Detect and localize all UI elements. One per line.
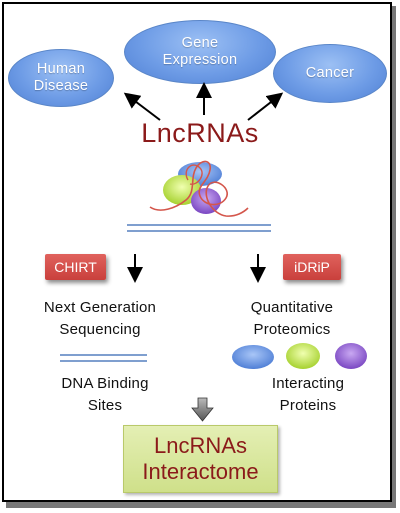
- protein-green: [286, 343, 320, 369]
- human-disease-line-1: Human: [36, 61, 86, 77]
- lncrna-loop: [185, 164, 203, 185]
- dna-binding-sites-lines: [60, 354, 147, 362]
- interacting-proteins-label: Interacting Proteins: [248, 373, 368, 417]
- dna-binding-line-2: Sites: [87, 397, 123, 414]
- lncrna-strand: [149, 160, 249, 217]
- cancer-label: Cancer: [305, 65, 355, 81]
- proteomics-line-1: Quantitative: [250, 299, 334, 316]
- sequencing-line-1: Next Generation: [43, 299, 157, 316]
- gene-expression-line-1: Gene: [181, 35, 219, 51]
- protein-blue: [232, 345, 274, 369]
- idrip-tag: iDRiP: [283, 254, 341, 280]
- dna-strand: [127, 224, 271, 232]
- arrow-to-cancer: [247, 92, 284, 121]
- arrow-to-human-disease: [123, 92, 161, 121]
- chirt-tag: CHIRT: [45, 254, 106, 280]
- interacting-proteins-group: [232, 343, 367, 369]
- proteomics-line-2: Proteomics: [253, 321, 331, 338]
- interactome-line-1: LncRNAs: [154, 433, 247, 458]
- gene-expression-line-2: Expression: [162, 52, 238, 68]
- gene-expression-node: Gene Expression: [124, 20, 276, 84]
- cancer-node: Cancer: [273, 44, 387, 103]
- arrow-to-interactome: [191, 397, 214, 422]
- lncrna-protein-complex: [149, 160, 249, 217]
- interacting-line-2: Proteins: [279, 397, 337, 414]
- proteomics-label: Quantitative Proteomics: [222, 297, 362, 341]
- human-disease-line-2: Disease: [33, 78, 89, 94]
- human-disease-node: Human Disease: [8, 49, 114, 107]
- dna-binding-line-1: DNA Binding: [61, 375, 149, 392]
- sequencing-line-2: Sequencing: [59, 321, 141, 338]
- dna-binding-sites-label: DNA Binding Sites: [45, 373, 165, 417]
- protein-purple: [335, 343, 367, 369]
- complex-green-protein: [163, 175, 201, 205]
- complex-purple-protein: [191, 188, 221, 214]
- interactome-line-2: Interactome: [142, 459, 259, 484]
- interacting-line-1: Interacting: [271, 375, 345, 392]
- sequencing-label: Next Generation Sequencing: [20, 297, 180, 341]
- lncrnas-title: LncRNAs: [141, 118, 259, 148]
- lncrnas-interactome-box: LncRNAs Interactome: [123, 425, 278, 493]
